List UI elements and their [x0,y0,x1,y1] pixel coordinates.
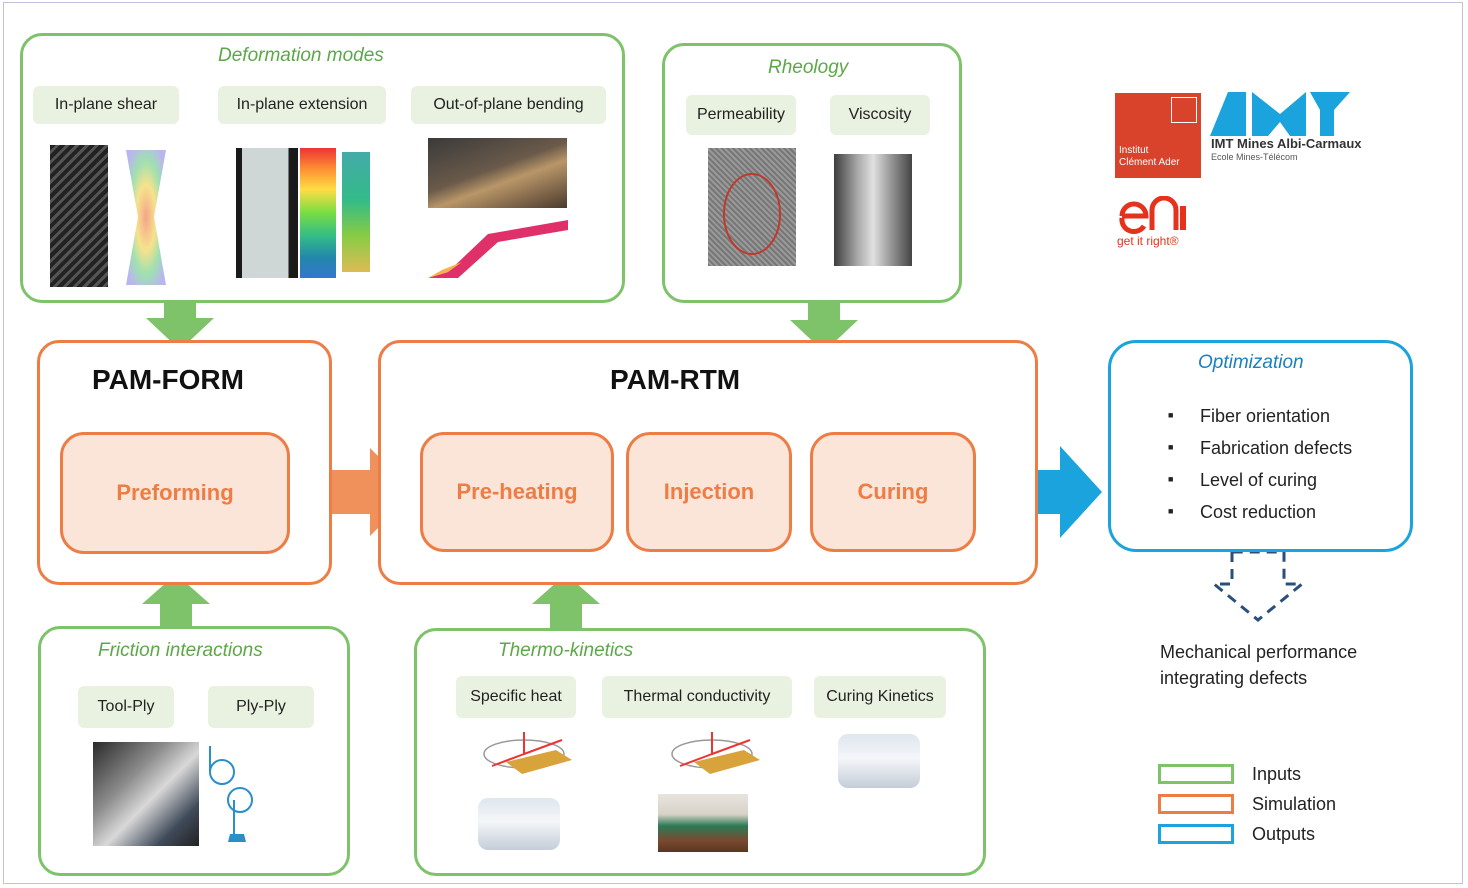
pam-form-title: PAM-FORM [92,364,244,395]
imt-logo-mark [1210,92,1350,136]
imt-logo-subtitle: Ecole Mines-Télécom [1211,152,1298,162]
dsc-instrument-photo [478,798,560,850]
legend-label-outputs: Outputs [1252,824,1316,844]
arrow-optimization-to-performance [1209,550,1307,622]
preforming-step: Preforming [60,432,290,554]
injection-step: Injection [626,432,792,552]
shear-sample-photo [50,145,108,287]
pre-heating-step: Pre-heating [420,432,614,552]
arrow-deformation-to-form [146,300,214,350]
friction-interactions-title: Friction interactions [98,640,263,661]
outer-frame [3,2,1463,884]
chip-ply-ply: Ply-Ply [208,686,314,728]
optimization-title: Optimization [1198,352,1304,373]
thermo-kinetics-title: Thermo-kinetics [498,640,634,661]
mech-performance-line1: Mechanical performance [1160,642,1358,662]
extension-contour-plot [342,152,370,272]
extension-sample-photo [236,148,298,278]
permeability-photo [708,148,796,266]
optimization-item: Fabrication defects [1160,432,1352,464]
mech-performance-line2: integrating defects [1160,668,1308,688]
esi-logo-tagline: get it right® [1117,234,1179,248]
chip-viscosity: Viscosity [830,95,930,135]
shear-contour-plot [126,150,166,285]
bending-simulation-plot [428,220,568,278]
thermal-conductivity-schematic [671,732,760,774]
chip-specific-heat: Specific heat [456,676,576,718]
rheology-box [662,43,962,303]
optimization-list: Fiber orientation Fabrication defects Le… [1160,400,1352,528]
chip-tool-ply: Tool-Ply [78,686,174,728]
chip-in-plane-shear: In-plane shear [33,86,179,124]
ply-ply-schematic [209,746,253,842]
chip-curing-kinetics: Curing Kinetics [814,676,946,718]
chip-out-of-plane-bending: Out-of-plane bending [411,86,606,124]
ica-logo-line1: Institut [1119,145,1149,156]
arrow-rtm-to-optimization [984,446,1102,538]
arrow-thermo-to-rtm [532,574,600,628]
chip-permeability: Permeability [686,95,796,135]
chip-in-plane-extension: In-plane extension [218,86,386,124]
imt-logo-name: IMT Mines Albi-Carmaux [1211,136,1362,151]
legend-swatch-simulation [1158,794,1234,814]
ica-logo-line2: Clément Ader [1119,157,1180,168]
chip-thermal-conductivity: Thermal conductivity [602,676,792,718]
legend-label-simulation: Simulation [1252,794,1337,814]
optimization-item: Cost reduction [1160,496,1352,528]
optimization-item: Level of curing [1160,464,1352,496]
curing-step: Curing [810,432,976,552]
specific-heat-schematic [483,732,572,774]
viscometer-photo [834,154,912,266]
rheology-title: Rheology [768,57,849,78]
legend-label-inputs: Inputs [1252,764,1302,784]
arrow-rheology-to-rtm [790,300,858,352]
bending-sample-photo [428,138,567,208]
ica-logo-grid-mark [1171,97,1197,123]
thermal-conductivity-photo [658,794,748,852]
arrow-friction-to-form [142,574,210,630]
legend-swatch-inputs [1158,764,1234,784]
extension-colorbar [300,148,336,278]
permeability-flow-front [723,173,781,255]
esi-logo-mark [1119,196,1186,234]
optimization-item: Fiber orientation [1160,400,1352,432]
curing-kinetics-instrument-photo [838,734,920,788]
deformation-modes-title: Deformation modes [218,45,384,66]
tool-ply-photo [93,742,199,846]
pam-rtm-title: PAM-RTM [610,364,741,395]
legend-swatch-outputs [1158,824,1234,844]
